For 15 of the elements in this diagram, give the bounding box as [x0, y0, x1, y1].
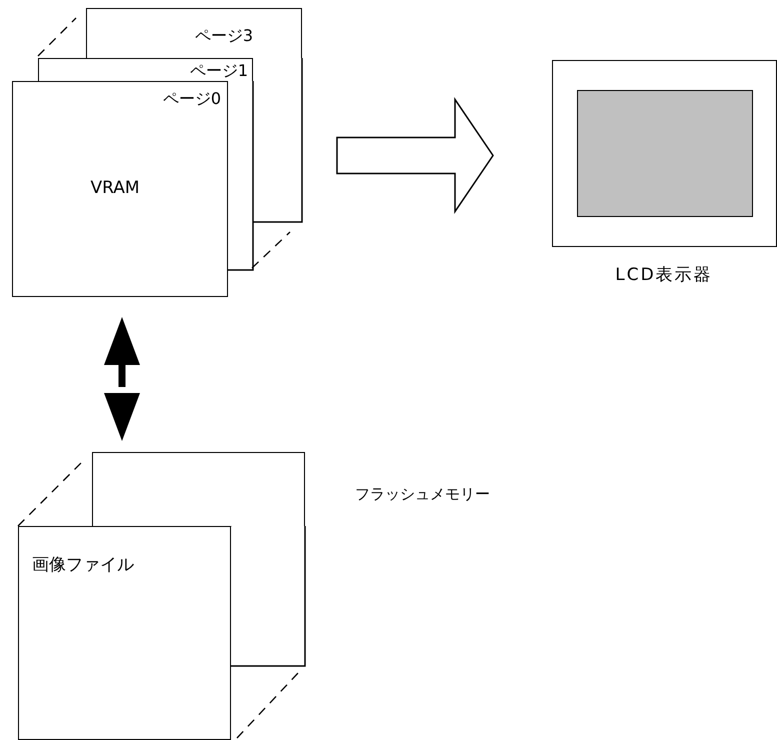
- vram-page-box: [12, 81, 228, 297]
- image-file-box: [18, 526, 231, 740]
- page-label: ページ3: [194, 27, 253, 45]
- page-box: [86, 8, 302, 58]
- page-box: [38, 58, 253, 81]
- page-label: ページ0: [162, 90, 221, 108]
- storage-label: フラッシュメモリー: [355, 485, 490, 504]
- box-title: 画像ファイル: [32, 554, 134, 576]
- box-title: VRAM: [90, 178, 140, 198]
- block-arrow: [336, 97, 494, 214]
- double-arrow: [104, 317, 140, 441]
- device-caption: LCD表示器: [615, 264, 713, 286]
- flash-memory-box: [92, 452, 305, 526]
- lcd-display-drawing: [552, 60, 777, 247]
- page-label: ページ1: [190, 62, 248, 80]
